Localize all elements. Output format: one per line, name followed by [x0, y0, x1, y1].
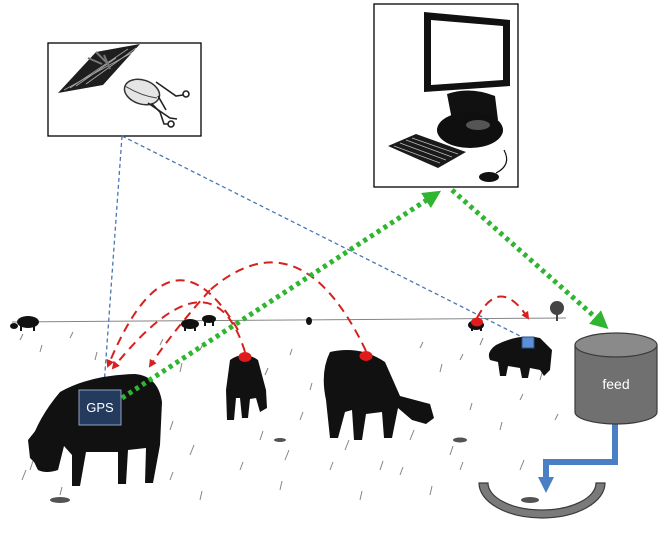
gps-tag: GPS	[78, 389, 122, 426]
distant-herd	[10, 315, 484, 331]
foreground-herd	[28, 336, 552, 486]
satellite-panel	[47, 42, 202, 137]
cow-sensors	[238, 317, 483, 362]
satellite-icon	[58, 44, 190, 128]
cow-icon	[226, 355, 267, 420]
distant-tree	[550, 301, 564, 321]
cow-movement-arrows	[106, 261, 530, 370]
movement-arrow	[476, 295, 530, 320]
satellite-link-lines	[103, 135, 529, 387]
cow-icon	[488, 336, 552, 378]
computer-panel	[373, 3, 519, 188]
cow-icon	[28, 374, 162, 486]
data-link-lines	[120, 188, 609, 401]
cow-icon	[10, 316, 39, 331]
data-link-gps-to-computer	[120, 190, 442, 401]
feed-pipe	[538, 423, 618, 493]
movement-arrow	[111, 301, 246, 370]
gps-collar-tag	[521, 336, 535, 349]
feed-silo-icon: feed	[574, 332, 658, 425]
cow-sensor-dot	[359, 351, 373, 361]
gps-label: GPS	[86, 400, 114, 415]
cow-sensor-dot	[238, 352, 252, 362]
cow-icon	[323, 349, 434, 440]
cow-icon	[202, 315, 216, 326]
feed-trough-icon	[478, 482, 606, 519]
cow-sensor-dot	[471, 317, 483, 327]
cow-icon	[181, 319, 199, 331]
movement-arrow	[209, 261, 367, 352]
cow-icon	[306, 317, 312, 325]
feed-label: feed	[602, 376, 629, 392]
data-link-computer-to-feeder	[450, 188, 609, 329]
desktop-computer-icon	[388, 12, 510, 182]
satellite-link-to-far-cow	[121, 135, 529, 341]
